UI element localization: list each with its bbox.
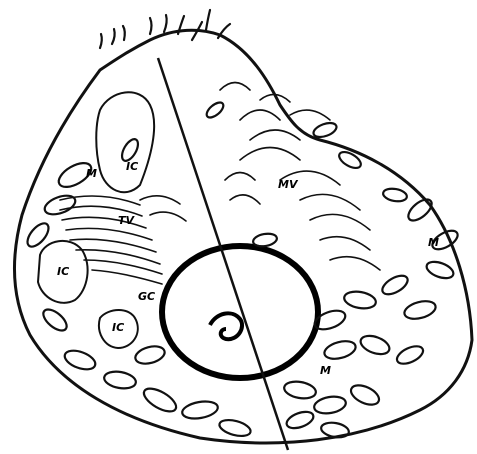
cell-membrane	[14, 30, 472, 443]
label-gc: GC	[138, 290, 155, 303]
label-m-left: M	[86, 167, 97, 180]
label-m-right: M	[428, 236, 439, 249]
label-ic-bottom: IC	[112, 321, 124, 334]
secretory-canaliculus-microvilli	[220, 83, 380, 271]
label-mv: MV	[278, 178, 299, 191]
nucleus	[162, 246, 318, 378]
label-tv: TV	[118, 214, 136, 227]
apical-microvilli	[100, 10, 230, 48]
intercellular-canaliculus-top	[96, 92, 154, 192]
label-ic-left: IC	[57, 265, 69, 278]
label-m-bottom: M	[320, 364, 331, 377]
label-ic-top: IC	[126, 160, 138, 173]
tubulovesicles	[60, 196, 186, 284]
